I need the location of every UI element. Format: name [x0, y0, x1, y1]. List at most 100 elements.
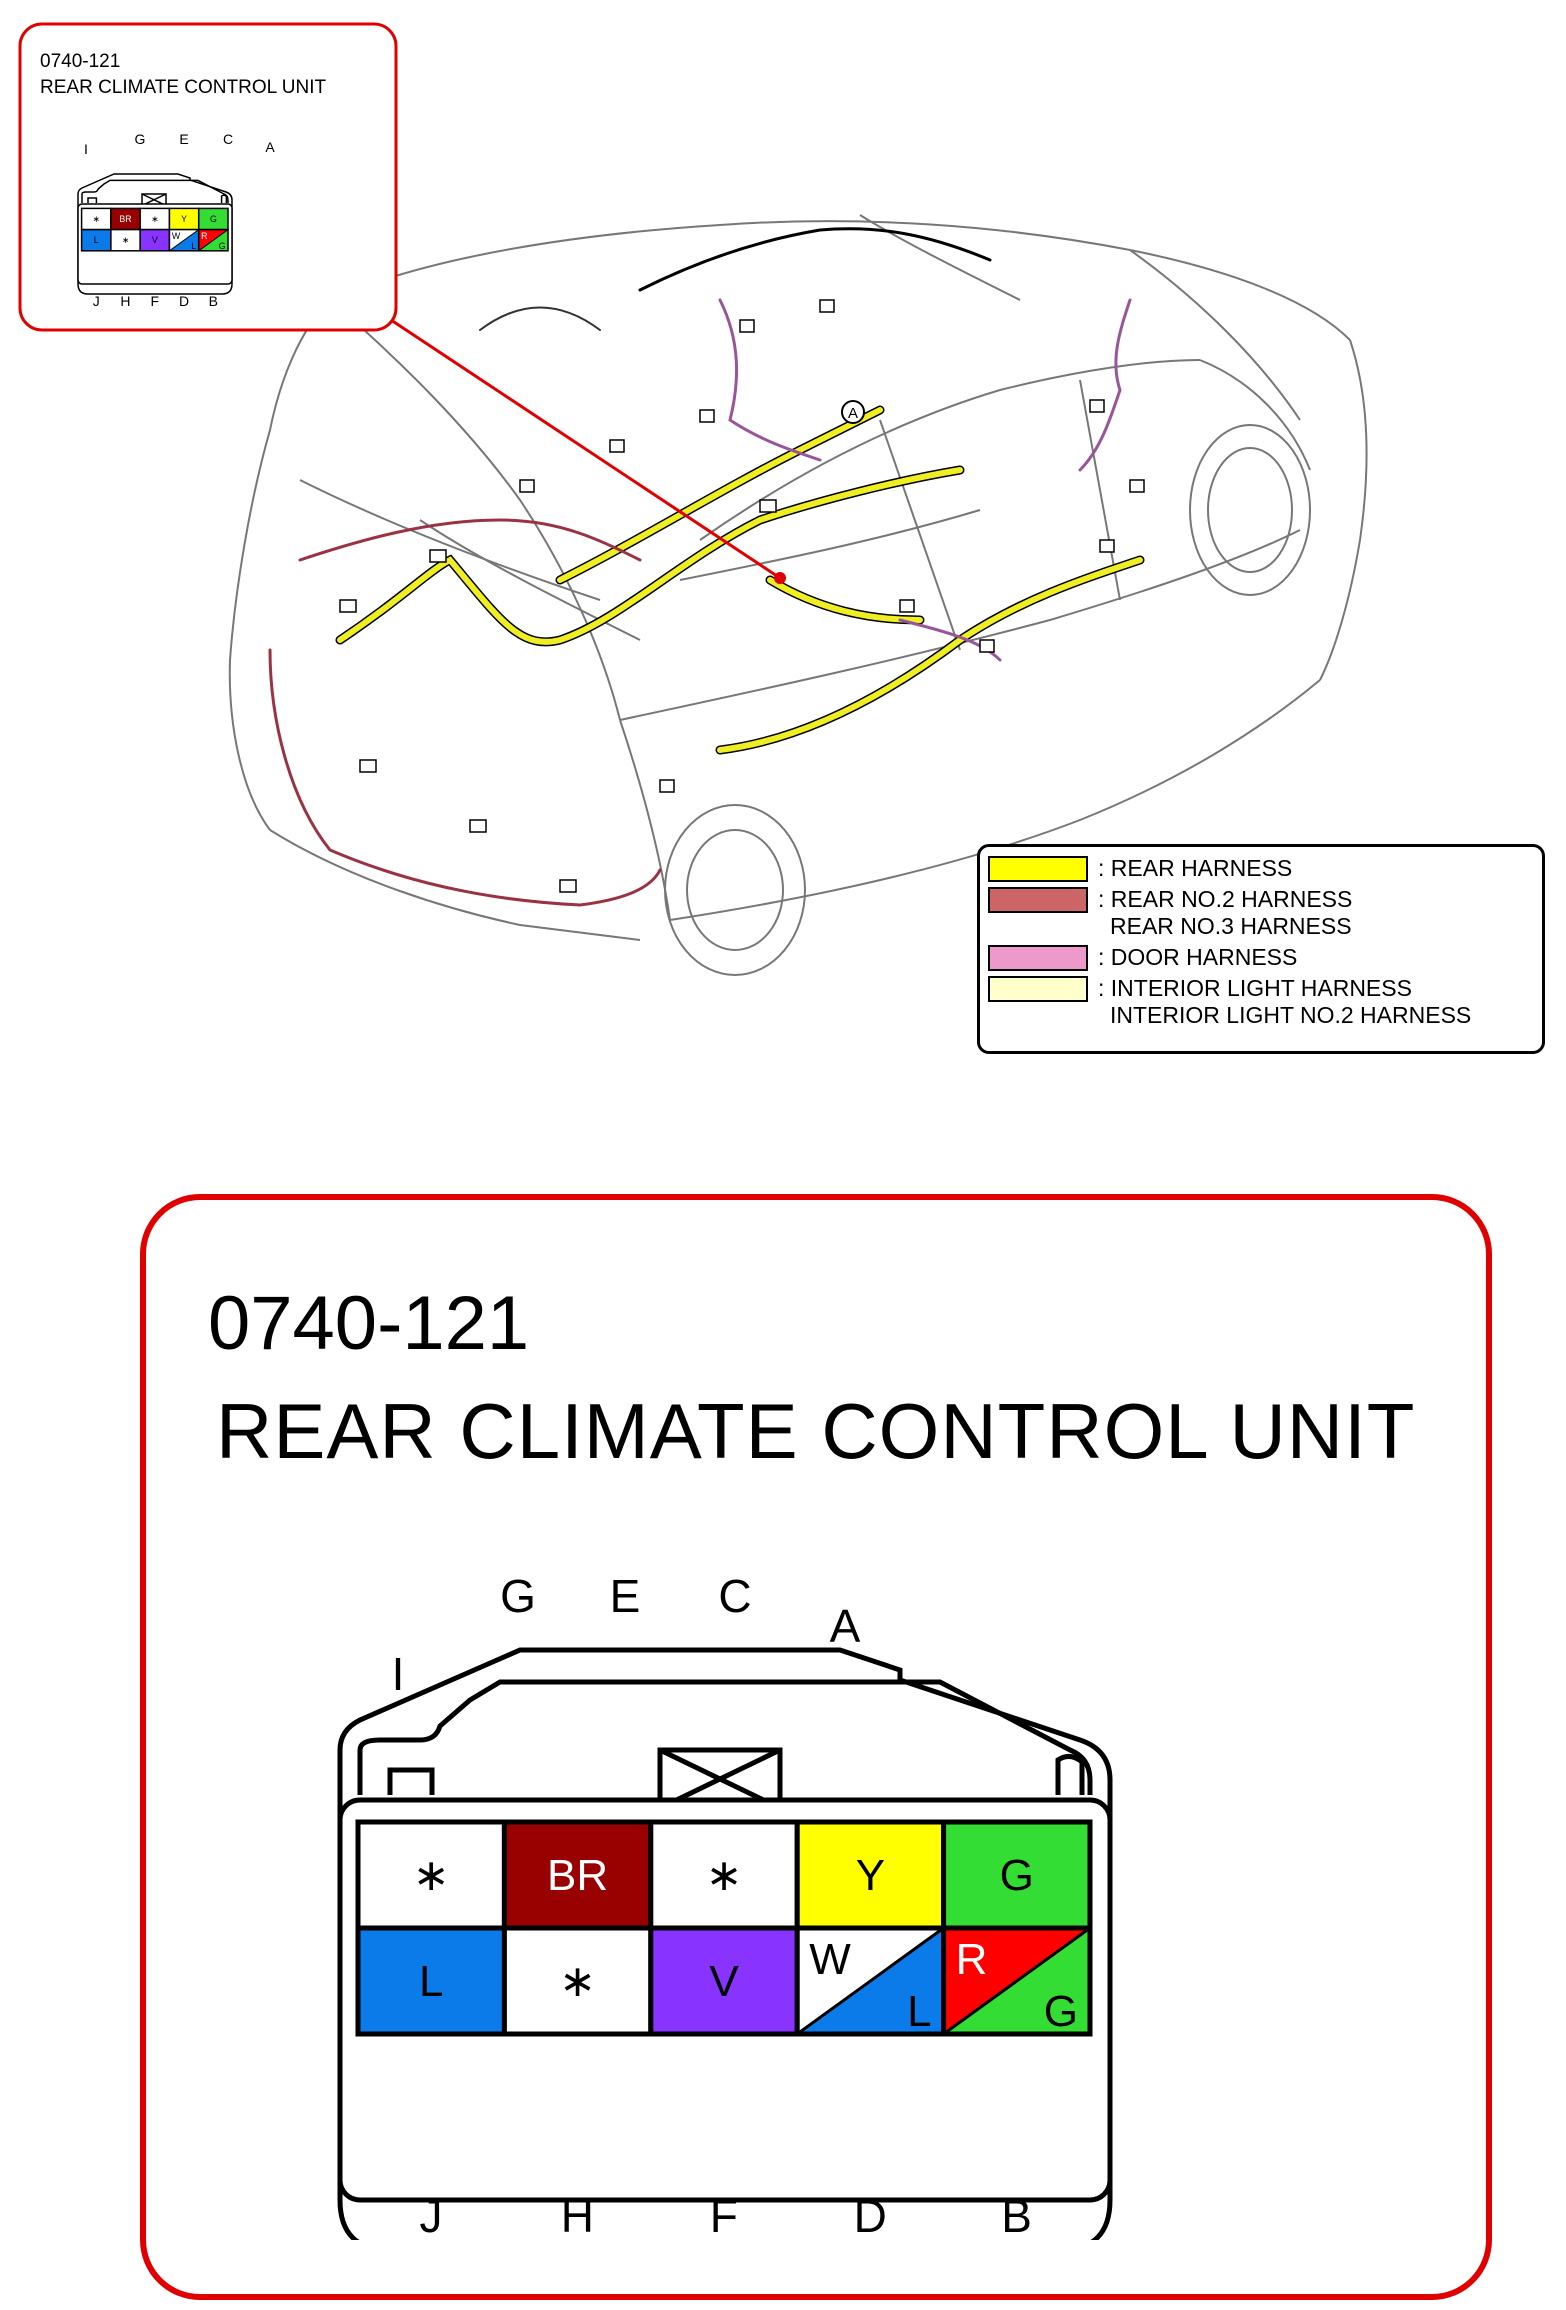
inset-pin-fill [110, 208, 141, 230]
big-pin-cell-F: V [648, 1925, 800, 2037]
inset-pin-label: V [152, 235, 158, 245]
legend-line: : DOOR HARNESS [1098, 944, 1298, 970]
inset-pin-letter-bottom: B [209, 293, 218, 309]
legend-line: : REAR NO.2 HARNESS [1098, 886, 1353, 912]
pin-letter-bottom: H [561, 2190, 594, 2240]
pin-letter-top: G [500, 1570, 536, 1622]
inset-pin-label: Y [181, 214, 187, 224]
inset-pin-label: L [94, 235, 99, 245]
inset-pin-split-line [169, 229, 200, 252]
leader-line [387, 316, 781, 580]
inset-connector-code: 0740-121 [40, 51, 120, 72]
inset-pin-letter-bottom: J [93, 293, 100, 309]
pin-letter-top: E [610, 1570, 641, 1622]
inset-pin-fill [110, 229, 141, 251]
big-pin-cell-C: Y [794, 1819, 947, 1931]
big-pin-label-secondary: G [1044, 1987, 1078, 2036]
legend-text: : REAR HARNESS [1098, 855, 1292, 882]
big-pin-cell-I: ∗ [355, 1819, 507, 1931]
location-marker-label: A [848, 405, 858, 422]
inset-pin-cell-I: ∗ [80, 207, 112, 231]
inset-pin-label: W [172, 231, 181, 241]
inset-pin-label: G [210, 214, 217, 224]
inset-pin-fill [140, 229, 170, 251]
inset-pin-label: ∗ [151, 214, 158, 224]
legend-text: : DOOR HARNESS [1098, 944, 1297, 971]
front-wheel [1189, 424, 1311, 596]
inset-pin-cell-C: Y [168, 207, 200, 231]
inset-pin-letter-bottom: F [150, 293, 159, 309]
inset-latch-slot [87, 197, 98, 203]
big-pin-fill [650, 1928, 798, 2034]
inset-pin-cell-B: RG [197, 228, 229, 252]
inset-pin-fill [81, 229, 111, 251]
big-pin-label: V [709, 1957, 739, 2006]
inset-pin-cell-G: BR [110, 207, 141, 231]
big-pin-label: R [956, 1935, 988, 1984]
big-pin-fill [797, 1822, 944, 1928]
interior-light-harness-run [638, 227, 992, 292]
legend-item: : REAR HARNESS [988, 855, 1534, 882]
inset-pin-fill [81, 208, 111, 230]
big-pin-fill [504, 1822, 651, 1928]
big-housing-inner-outline [357, 1679, 1093, 1795]
inset-latch-post [220, 194, 228, 203]
legend-line: : REAR HARNESS [1098, 855, 1293, 881]
big-pin-split-line [942, 1926, 1091, 2036]
big-latch-post [1055, 1754, 1085, 1795]
big-pin-fill [943, 1822, 1090, 1928]
pin-letter-top: C [718, 1570, 751, 1622]
big-latch-slot [387, 1767, 435, 1795]
location-marker-circle [841, 400, 865, 424]
inset-pin-cell-J: L [80, 228, 112, 252]
rear-no2-harness-run [268, 648, 662, 907]
rear-wheel-hub [686, 829, 784, 951]
door-harness-run [718, 298, 822, 462]
legend-swatch [988, 887, 1088, 913]
legend-line: INTERIOR LIGHT NO.2 HARNESS [1110, 1002, 1472, 1028]
big-pin-label: Y [856, 1851, 885, 1900]
inset-pin-cell-A: G [197, 207, 229, 231]
inset-pin-letter-bottom: D [179, 293, 189, 309]
car-body-outline [228, 214, 1368, 941]
harness-connectors [339, 299, 1145, 893]
inset-pin-label: R [201, 231, 207, 241]
inset-pin-fill [169, 208, 199, 230]
legend-item: : DOOR HARNESS [988, 944, 1534, 971]
legend-swatch [988, 856, 1088, 882]
location-marker: A [841, 400, 865, 424]
big-pin-cell-B: RG [941, 1925, 1093, 2037]
big-pin-cell-G: BR [501, 1819, 654, 1931]
inset-pin-split-line [198, 229, 229, 252]
inset-pin-cell-D: WL [168, 228, 200, 252]
big-pin-label-secondary: L [907, 1987, 931, 2036]
inset-pin-cell-E: ∗ [139, 207, 171, 231]
inset-pin-letter-top: I [84, 141, 88, 157]
big-pin-cell-E: ∗ [648, 1819, 800, 1931]
connector-code: 0740-121 [208, 1281, 530, 1366]
pin-letter-top: A [830, 1600, 861, 1652]
big-pin-fill [504, 1928, 651, 2034]
connector-location-dot [774, 572, 786, 584]
big-pin-split-line [796, 1926, 945, 2036]
inset-pin-letter-top: E [179, 131, 188, 147]
rear-wheel [664, 804, 806, 976]
big-pin-label: ∗ [706, 1851, 743, 1900]
pin-letter-bottom: F [710, 2190, 738, 2240]
big-pin-fill [358, 1928, 505, 2034]
inset-pin-letter-top: G [135, 131, 146, 147]
connector-inset-callout: 0740-121 REAR CLIMATE CONTROL UNIT ∗BR∗Y… [18, 22, 398, 332]
big-pin-label: BR [547, 1851, 608, 1900]
legend-swatch [988, 945, 1088, 971]
inset-pin-border [197, 228, 229, 252]
big-pin-cell-D: WL [794, 1925, 947, 2037]
big-pin-fill [358, 1822, 505, 1928]
legend-line: : INTERIOR LIGHT HARNESS [1098, 975, 1412, 1001]
